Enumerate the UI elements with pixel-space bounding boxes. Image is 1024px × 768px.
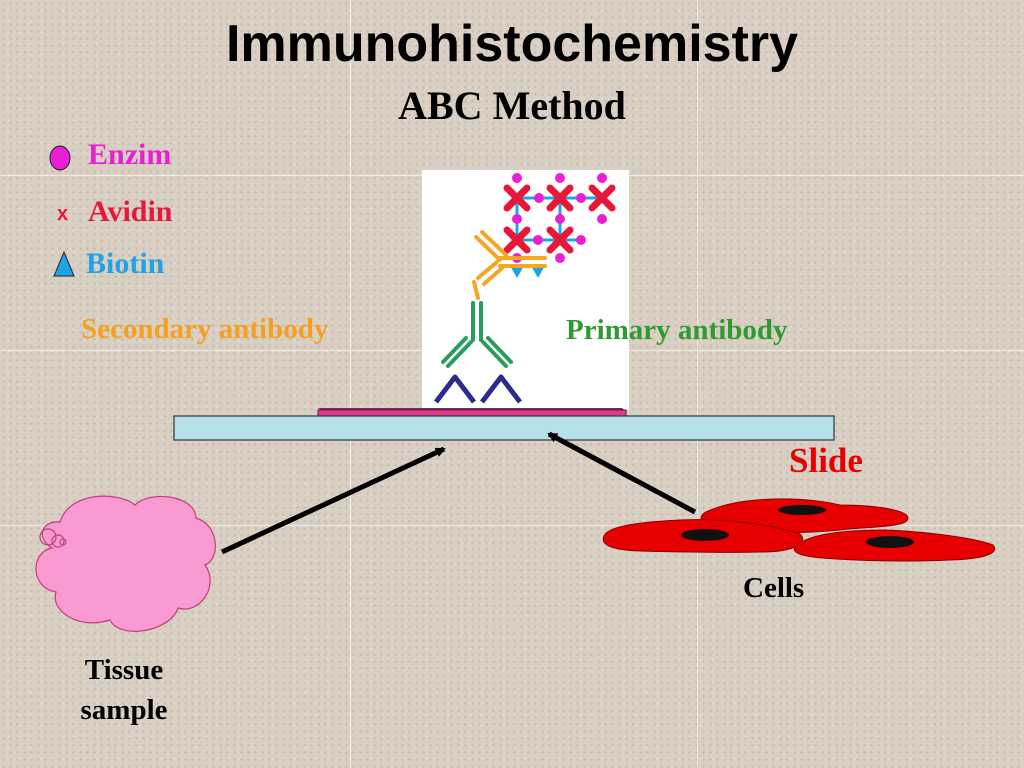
enzim-molecule [512, 173, 522, 183]
enzim-molecule [576, 235, 586, 245]
enzim-molecule [534, 193, 544, 203]
slide-label: Slide [789, 441, 863, 480]
legend-enzim-label: Enzim [88, 138, 172, 171]
page-subtitle: ABC Method [398, 83, 626, 128]
avidin-legend-icon: x [57, 203, 68, 225]
glass-slide [173, 415, 835, 441]
enzim-molecule [555, 214, 565, 224]
tissue-label-line1: Tissue [84, 654, 164, 686]
enzim-molecule [533, 235, 543, 245]
legend-biotin-label: Biotin [86, 247, 165, 280]
enzim-molecule [512, 214, 522, 224]
tissue-label-line2: sample [80, 694, 168, 726]
biotin-legend-icon [53, 250, 75, 277]
legend-avidin-label: Avidin [88, 195, 173, 228]
tissue-sample [35, 495, 216, 632]
avidin-molecule [503, 226, 531, 254]
avidin-molecule [546, 184, 574, 212]
cell [793, 529, 996, 562]
secondary-antibody [472, 230, 547, 300]
avidin-molecule [546, 226, 574, 254]
antigen [434, 374, 522, 404]
tissue-sample-label: Tissue sample [60, 650, 188, 730]
enzim-molecule [576, 193, 586, 203]
enzim-molecule [555, 173, 565, 183]
cells-arrow [547, 431, 697, 515]
grid-line [0, 525, 1024, 526]
secondary-antibody-label: Secondary antibody [81, 313, 329, 345]
primary-antibody [441, 301, 513, 368]
enzim-molecule [597, 173, 607, 183]
cells-label: Cells [743, 572, 805, 604]
enzim-legend-icon [49, 145, 71, 171]
enzim-molecule [555, 253, 565, 263]
grid-line [697, 0, 698, 768]
page-title: Immunohistochemistry [225, 15, 799, 73]
tissue-curl [39, 528, 67, 548]
tissue-section-on-slide [317, 408, 627, 417]
grid-line [350, 0, 351, 768]
primary-antibody-label: Primary antibody [566, 314, 788, 346]
avidin-molecule [588, 184, 616, 212]
tissue-arrow [220, 446, 446, 555]
enzim-molecule [597, 214, 607, 224]
avidin-molecule [503, 184, 531, 212]
